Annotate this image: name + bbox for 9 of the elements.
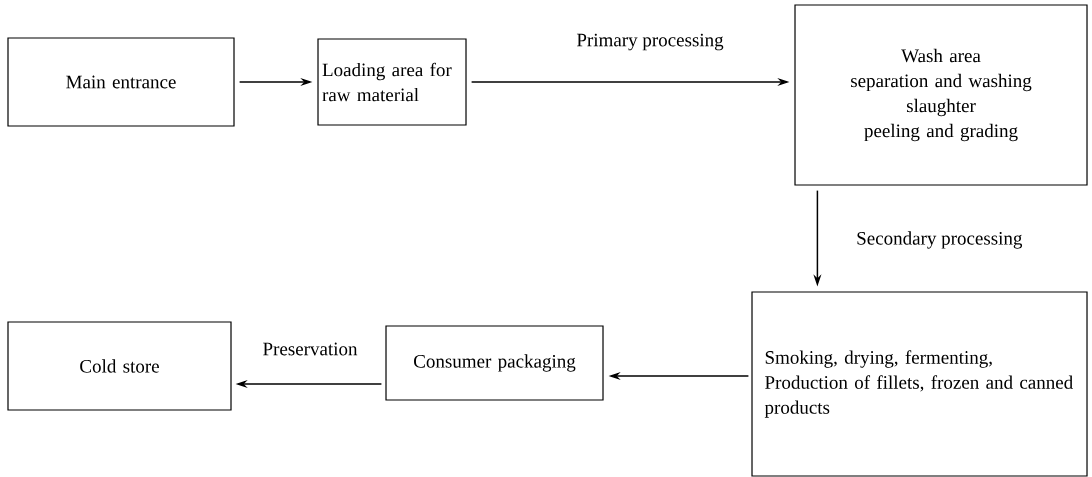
- process-box: Consumer packaging: [385, 325, 604, 401]
- edge-label: Secondary processing: [855, 230, 1024, 250]
- process-box: Wash area separation and washing slaughter peeling and grading: [794, 4, 1088, 186]
- edge-label: Preservation: [261, 341, 359, 357]
- process-box: Smoking, drying, fermenting, Production of fillets, frozen and canned products: [751, 291, 1088, 477]
- process-box: Loading area for raw material: [317, 38, 467, 126]
- process-box: Cold store: [7, 321, 232, 411]
- edge-label: Primary processing: [575, 32, 725, 52]
- process-box: Main entrance: [7, 37, 235, 127]
